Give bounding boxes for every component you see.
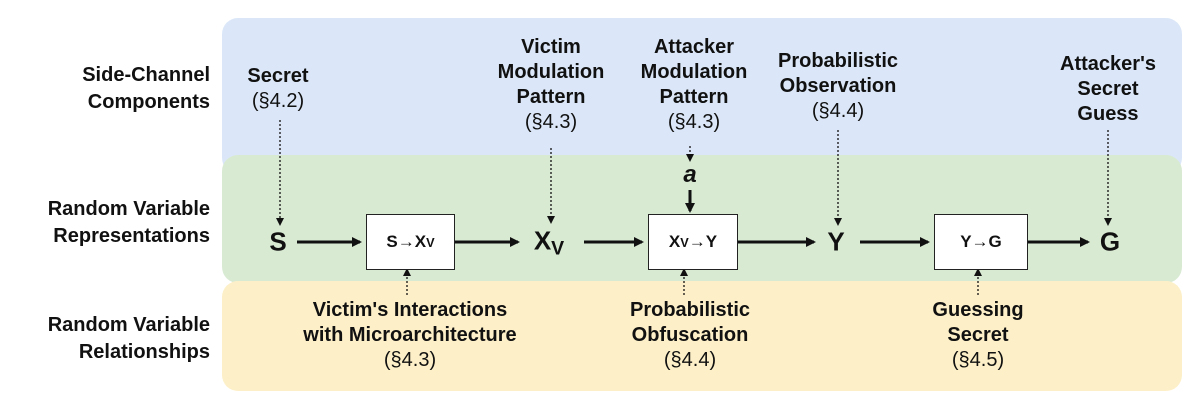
- relationship-title: with Microarchitecture: [303, 324, 517, 346]
- component-title: Attacker's: [1060, 53, 1156, 75]
- relationship-title: Guessing: [932, 299, 1024, 321]
- box-from: X: [668, 232, 681, 251]
- relationship-guessing-secret: Guessing Secret (§4.5): [932, 298, 1023, 373]
- row-label-representations: Random Variable Representations: [0, 196, 210, 250]
- node-a: a: [683, 161, 697, 188]
- section-ref: (§4.2): [251, 90, 305, 112]
- row-label-line: Relationships: [78, 341, 210, 363]
- component-title: Probabilistic: [777, 50, 899, 72]
- row-label-relationships: Random Variable Relationships: [0, 312, 210, 366]
- box-arrow: →: [971, 232, 989, 251]
- node-xv-sub: V: [551, 237, 565, 260]
- section-ref: (§4.4): [663, 349, 717, 371]
- component-secret: Secret (§4.2): [247, 64, 308, 114]
- node-g: G: [1099, 226, 1121, 257]
- box-y-to-g: Y→G: [934, 214, 1028, 270]
- box-to-sub: V: [426, 234, 435, 250]
- relationship-title: Secret: [947, 324, 1009, 346]
- component-title: Secret: [247, 65, 309, 87]
- component-attacker-modulation: Attacker Modulation Pattern (§4.3): [641, 35, 748, 135]
- component-title: Pattern: [516, 86, 586, 108]
- component-title: Attacker: [653, 36, 735, 58]
- box-arrow: →: [688, 232, 706, 251]
- component-title: Pattern: [659, 86, 729, 108]
- section-ref: (§4.4): [811, 100, 865, 122]
- box-to: G: [988, 232, 1002, 251]
- component-title: Observation: [779, 75, 897, 97]
- box-from: S: [386, 232, 398, 251]
- relationship-probabilistic-obfuscation: Probabilistic Obfuscation (§4.4): [630, 298, 750, 373]
- relationship-victim-interactions: Victim's Interactions with Microarchitec…: [303, 298, 516, 373]
- box-arrow: →: [397, 232, 415, 251]
- component-title: Victim: [521, 36, 581, 58]
- node-xv: XV: [534, 226, 564, 261]
- component-title: Modulation: [497, 61, 605, 83]
- row-label-line: Side-Channel: [82, 64, 210, 86]
- row-label-components: Side-Channel Components: [0, 62, 210, 116]
- box-from-sub: V: [680, 234, 689, 250]
- box-to: Y: [705, 232, 718, 251]
- random-variable-relationships-band: [222, 281, 1182, 391]
- row-label-line: Components: [87, 91, 210, 113]
- relationship-title: Probabilistic: [629, 299, 751, 321]
- box-to: X: [414, 232, 427, 251]
- section-ref: (§4.3): [524, 111, 578, 133]
- node-y: Y: [827, 226, 845, 257]
- relationship-title: Victim's Interactions: [312, 299, 508, 321]
- component-title: Secret: [1077, 78, 1139, 100]
- component-victim-modulation: Victim Modulation Pattern (§4.3): [498, 35, 605, 135]
- relationship-title: Obfuscation: [631, 324, 749, 346]
- section-ref: (§4.3): [667, 111, 721, 133]
- component-attacker-guess: Attacker's Secret Guess: [1060, 52, 1156, 127]
- row-label-line: Representations: [53, 225, 210, 247]
- component-title: Modulation: [640, 61, 748, 83]
- row-label-line: Random Variable: [47, 198, 210, 220]
- side-channel-components-band: [222, 18, 1182, 174]
- component-probabilistic-observation: Probabilistic Observation (§4.4): [778, 49, 898, 124]
- node-xv-main: X: [533, 225, 552, 256]
- node-s: S: [269, 226, 287, 257]
- box-from: Y: [960, 232, 972, 251]
- component-title: Guess: [1077, 103, 1139, 125]
- section-ref: (§4.5): [951, 349, 1005, 371]
- section-ref: (§4.3): [383, 349, 437, 371]
- row-label-line: Random Variable: [47, 314, 210, 336]
